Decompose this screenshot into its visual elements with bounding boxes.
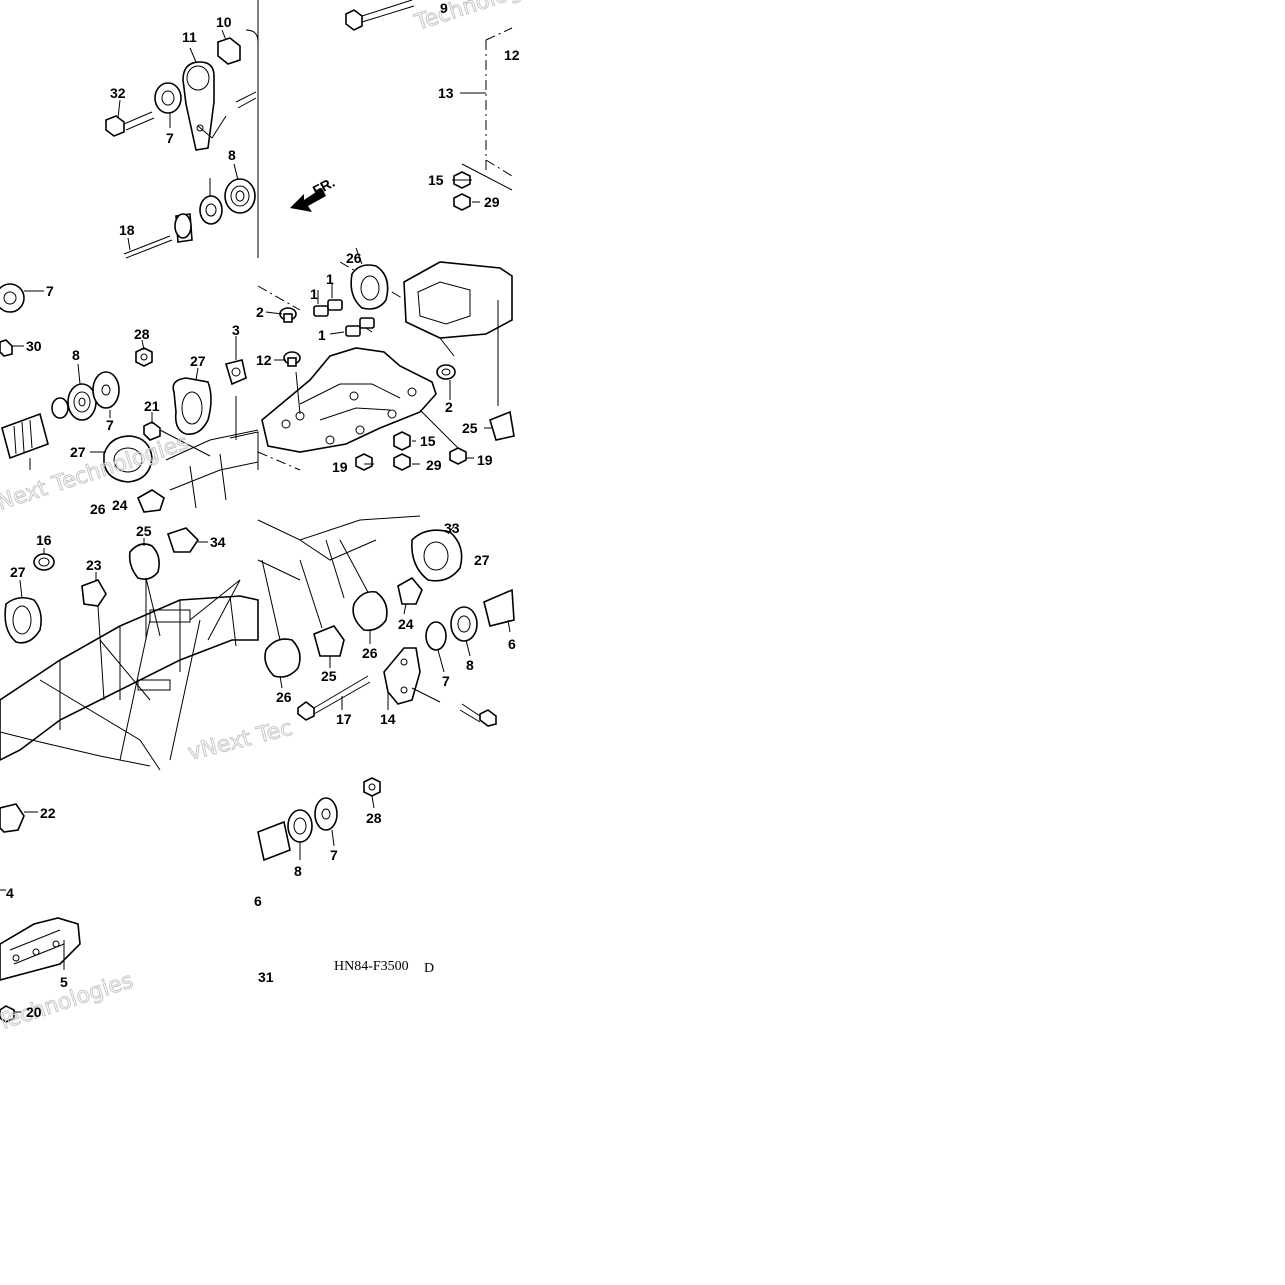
callout: 26 xyxy=(90,501,106,517)
callout: 7 xyxy=(442,673,450,689)
callout: 8 xyxy=(294,863,302,879)
watermarks: Technologies Next Technologies vNext Tec… xyxy=(0,0,555,1037)
callout: 4 xyxy=(6,885,14,901)
callout: 29 xyxy=(484,194,500,210)
callout: 27 xyxy=(474,552,490,568)
callout: 22 xyxy=(40,805,56,821)
callout: 21 xyxy=(144,398,160,414)
callout: 7 xyxy=(330,847,338,863)
callout: 10 xyxy=(216,14,232,30)
callout: 1 xyxy=(326,271,334,287)
callout: 20 xyxy=(26,1004,42,1020)
callout: 7 xyxy=(106,417,114,433)
callout: 15 xyxy=(420,433,436,449)
callout: 12 xyxy=(504,47,520,63)
callout: 8 xyxy=(228,147,236,163)
callout: 8 xyxy=(72,347,80,363)
tile-lower-left xyxy=(0,527,259,771)
callout: 11 xyxy=(182,29,197,45)
callout: 9 xyxy=(440,0,448,16)
callout: 31 xyxy=(258,969,274,985)
callout: 24 xyxy=(398,616,414,632)
tile-bottom-left xyxy=(0,803,81,1023)
callout: 1 xyxy=(318,327,326,343)
callout: 6 xyxy=(508,636,516,652)
callout: 32 xyxy=(110,85,126,101)
tile-middle-middle xyxy=(257,247,515,471)
watermark-3: vNext Tec xyxy=(185,716,294,766)
callout: 27 xyxy=(10,564,26,580)
callout: 13 xyxy=(438,85,454,101)
callout: 17 xyxy=(336,711,352,727)
callout: 14 xyxy=(380,711,396,727)
callout: 6 xyxy=(254,893,262,909)
callout: 33 xyxy=(444,520,460,536)
callout: 18 xyxy=(119,222,135,238)
callout: 25 xyxy=(462,420,478,436)
callout: 7 xyxy=(46,283,54,299)
callout: 24 xyxy=(112,497,128,513)
callout: 28 xyxy=(366,810,382,826)
tile-top-middle xyxy=(290,0,513,212)
callout: 27 xyxy=(70,444,86,460)
callout: 8 xyxy=(466,657,474,673)
callout: 25 xyxy=(136,523,152,539)
watermark-1: Technologies xyxy=(411,0,554,36)
tile-top-left xyxy=(105,29,259,259)
callout: 30 xyxy=(26,338,42,354)
callout: 3 xyxy=(232,322,240,338)
callout: 26 xyxy=(276,689,292,705)
callout: 26 xyxy=(362,645,378,661)
callouts: 9 10 11 12 13 32 7 8 15 29 18 26 7 30 2 … xyxy=(6,0,520,1020)
callout: 27 xyxy=(190,353,206,369)
callout: 29 xyxy=(426,457,442,473)
tile-middle-left xyxy=(0,283,259,513)
callout: 23 xyxy=(86,557,102,573)
callout: 12 xyxy=(256,352,272,368)
bracket-11 xyxy=(182,61,215,151)
front-arrow-icon xyxy=(290,188,326,212)
bolt-32 xyxy=(105,111,155,137)
diagram-code-suffix: D xyxy=(424,961,434,976)
callout: 1 xyxy=(310,286,318,302)
watermark-4: Technologies xyxy=(0,968,136,1036)
callout: 2 xyxy=(445,399,453,415)
callout: 2 xyxy=(256,304,264,320)
tile-bottom-middle xyxy=(257,777,381,862)
callout: 15 xyxy=(428,172,444,188)
callout: 7 xyxy=(166,130,174,146)
diagram-code: HN84-F3500 xyxy=(334,959,409,974)
callout: 28 xyxy=(134,326,150,342)
callout: 19 xyxy=(332,459,348,475)
callout: 5 xyxy=(60,974,68,990)
callout: 25 xyxy=(321,668,337,684)
callout: 34 xyxy=(210,534,226,550)
tile-lower-middle xyxy=(257,515,515,727)
callout: 26 xyxy=(346,250,362,266)
callout: 16 xyxy=(36,532,52,548)
callout: 19 xyxy=(477,452,493,468)
